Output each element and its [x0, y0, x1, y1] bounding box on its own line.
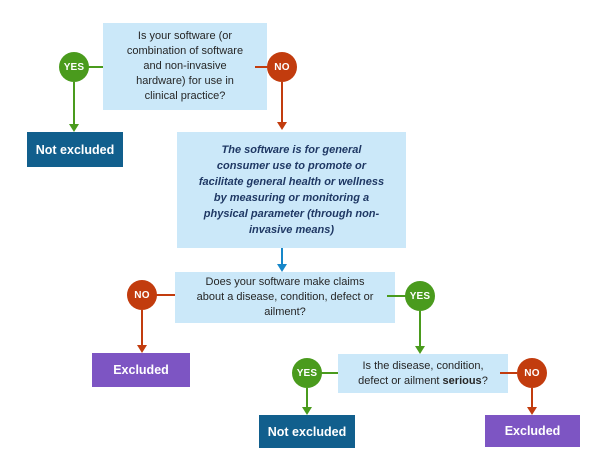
connector-no2-line — [156, 294, 175, 296]
arrow-yes2-head — [415, 346, 425, 354]
outcome-excluded-1: Excluded — [92, 353, 190, 387]
arrow-yes1-head — [69, 124, 79, 132]
question-box-serious: Is the disease, condition, defect or ail… — [338, 354, 508, 393]
flow-arrow-line — [281, 248, 283, 264]
outcome-excluded-2: Excluded — [485, 415, 580, 447]
outcome-not-excluded-1: Not excluded — [27, 132, 123, 167]
question-box-clinical-practice: Is your software (or combination of soft… — [103, 23, 267, 110]
outcome-not-excluded-2: Not excluded — [259, 415, 355, 448]
arrow-no2-line — [141, 310, 143, 345]
arrow-yes3-head — [302, 407, 312, 415]
question-text-suffix: ? — [481, 374, 488, 387]
arrow-no1-head — [277, 122, 287, 130]
flow-arrow-head — [277, 264, 287, 272]
connector-no1-line — [255, 66, 268, 68]
connector-no3-line — [500, 372, 517, 374]
yes-label-1: YES — [59, 52, 89, 82]
arrow-no2-head — [137, 345, 147, 353]
connector-yes3-line — [321, 372, 338, 374]
no-label-2: NO — [127, 280, 157, 310]
question-text-prefix: Is the disease, condition, defect or ail… — [358, 359, 484, 387]
arrow-no3-head — [527, 407, 537, 415]
arrow-yes1-line — [73, 82, 75, 124]
no-label-3: NO — [517, 358, 547, 388]
arrow-no3-line — [531, 388, 533, 407]
question-text: Does your software make claims about a d… — [196, 276, 374, 318]
arrow-yes3-line — [306, 388, 308, 407]
connector-yes1-line — [88, 66, 103, 68]
question-text-emphasis: serious — [442, 374, 482, 387]
arrow-no1-line — [281, 82, 283, 122]
yes-label-2: YES — [405, 281, 435, 311]
question-text: Is your software (or combination of soft… — [126, 30, 244, 102]
no-label-1: NO — [267, 52, 297, 82]
yes-label-3: YES — [292, 358, 322, 388]
question-text: Is the disease, condition, defect or ail… — [358, 359, 488, 389]
arrow-yes2-line — [419, 311, 421, 346]
question-box-disease-claims: Does your software make claims about a d… — [175, 272, 395, 323]
connector-yes2-line — [387, 295, 406, 297]
statement-text: The software is for general consumer use… — [198, 144, 385, 236]
statement-box-general-wellness: The software is for general consumer use… — [177, 132, 406, 248]
